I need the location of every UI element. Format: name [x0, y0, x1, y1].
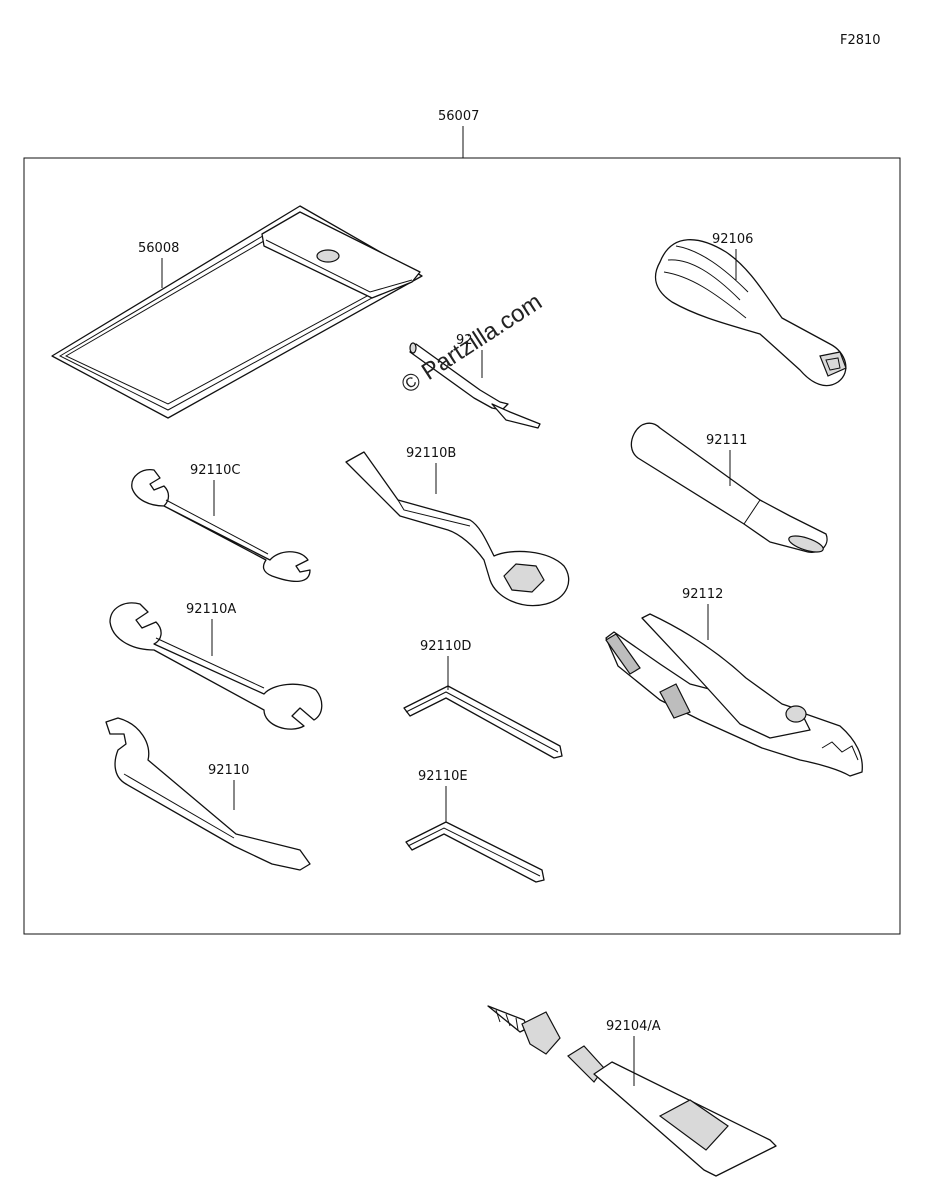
wrench-92110a	[109, 602, 323, 730]
figure-code: F2810	[840, 33, 881, 48]
label-wrench-c: 92110C	[190, 463, 240, 478]
label-wrench-a: 92110A	[186, 602, 236, 617]
label-grease-tube: 92104/A	[606, 1019, 661, 1034]
box-wrench-92110b	[345, 451, 570, 607]
watermark: © Partzilla.com	[397, 288, 547, 399]
label-hook-wrench: 92110	[208, 763, 249, 778]
label-kit: 56007	[438, 109, 479, 124]
grease-tube-92104a	[487, 1005, 777, 1177]
label-pliers: 92112	[682, 587, 723, 602]
handle-92106	[654, 239, 847, 387]
label-case: 56008	[138, 241, 179, 256]
hook-wrench-92110	[105, 717, 311, 871]
screwdriver-bit	[409, 342, 541, 429]
label-hex-key-e: 92110E	[418, 769, 468, 784]
label-extension-bar: 92111	[706, 433, 747, 448]
label-box-wrench-b: 92110B	[406, 446, 456, 461]
extension-bar-92111	[630, 422, 828, 553]
label-screwdriver-bit: 92	[456, 333, 473, 348]
label-handle: 92106	[712, 232, 753, 247]
kit-frame	[23, 157, 901, 935]
tool-case-56008	[51, 205, 423, 419]
label-hex-key-d: 92110D	[420, 639, 471, 654]
pliers-92112	[605, 613, 863, 777]
hex-key-92110d	[403, 685, 563, 759]
hex-key-92110e	[405, 821, 545, 883]
wrench-92110c	[131, 469, 311, 582]
